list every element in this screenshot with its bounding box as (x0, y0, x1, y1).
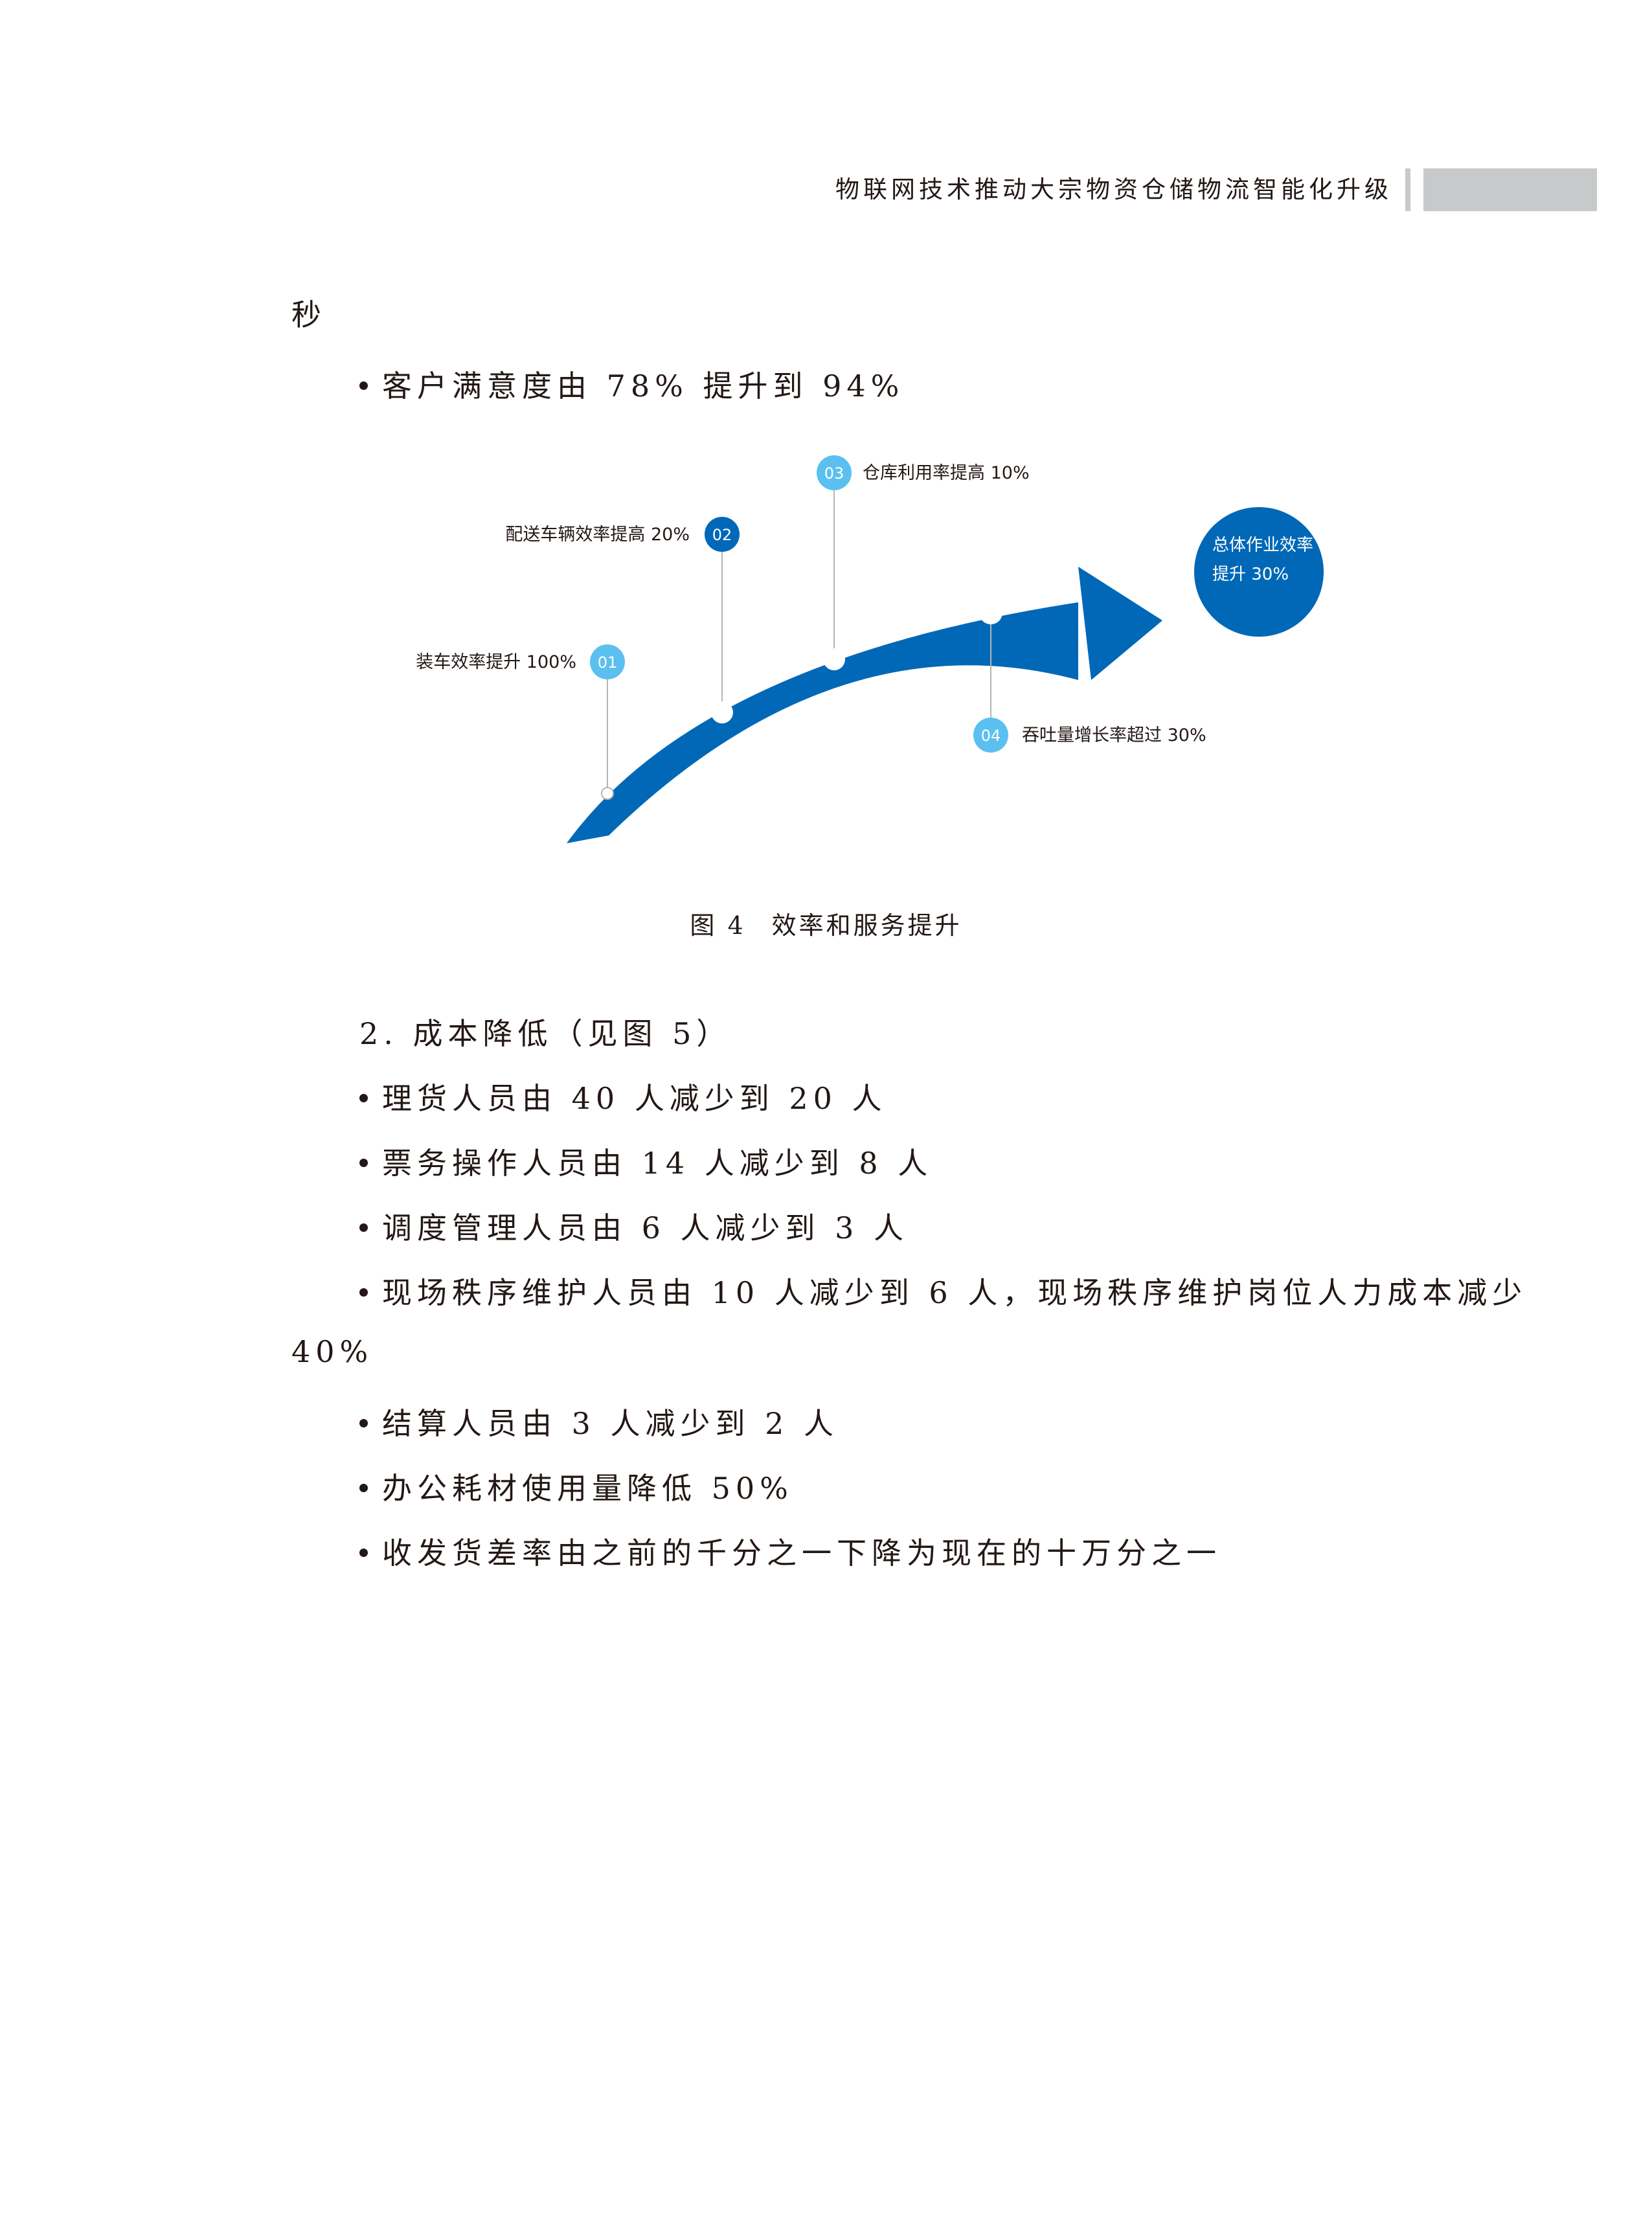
running-header-title: 物联网技术推动大宗物资仓储物流智能化升级 (835, 176, 1392, 203)
section-heading: 2. 成本降低（见图 5） (359, 1016, 732, 1051)
label-01: 装车效率提升 100% (416, 652, 576, 672)
goal-circle (1194, 507, 1324, 637)
bullet-text: 票务操作人员由 14 人减少到 8 人 (382, 1146, 933, 1181)
bullet-dot (359, 1483, 368, 1492)
bullet-item: 理货人员由 40 人减少到 20 人 (359, 1075, 887, 1118)
bullet-text: 现场秩序维护人员由 10 人减少到 6 人，现场秩序维护岗位人力成本减少 (382, 1275, 1528, 1310)
bullet-item: 办公耗材使用量降低 50% (359, 1465, 793, 1508)
bullet-dot (359, 1093, 368, 1102)
node-04-number: 04 (981, 727, 1001, 745)
bullet-dot (359, 1158, 368, 1167)
node-01 (590, 644, 625, 679)
bullet-text: 办公耗材使用量降低 50% (382, 1471, 793, 1506)
bullet-item: 客户满意度由 78% 提升到 94% (359, 363, 904, 405)
arrow-dot-02 (711, 701, 733, 723)
goal-text-line1: 总体作业效率 (1212, 536, 1313, 555)
bullet-dot (359, 1418, 368, 1427)
arrow-dot-01 (601, 787, 614, 800)
growth-arrowhead (1078, 567, 1162, 680)
figure-caption-text: 效率和服务提升 (771, 911, 962, 940)
bullet-wrap-continuation: 40% (291, 1334, 374, 1369)
bullet-item: 现场秩序维护人员由 10 人减少到 6 人，现场秩序维护岗位人力成本减少 (359, 1269, 1527, 1312)
bullet-dot (359, 381, 368, 390)
arrow-dot-03 (823, 648, 845, 670)
label-04: 吞吐量增长率超过 30% (1022, 725, 1206, 745)
bullet-item: 收发货差率由之前的千分之一下降为现在的十万分之一 (359, 1530, 1221, 1573)
figure-caption-number: 图 4 (690, 911, 746, 940)
bullet-text: 理货人员由 40 人减少到 20 人 (382, 1081, 887, 1116)
node-01-number: 01 (598, 653, 618, 672)
bullet-text: 调度管理人员由 6 人减少到 3 人 (382, 1210, 909, 1245)
efficiency-figure: 总体作业效率 提升 30% 01 02 03 04 装车效率提升 100% 配送… (416, 455, 1324, 843)
bullet-text: 结算人员由 3 人减少到 2 人 (382, 1406, 839, 1441)
bullet-text: 客户满意度由 78% 提升到 94% (382, 369, 905, 403)
bullet-dot (359, 1223, 368, 1232)
carry-over-text: 秒 (291, 297, 326, 332)
growth-arrow (567, 602, 1078, 843)
node-02 (705, 517, 740, 552)
label-03: 仓库利用率提高 10% (863, 463, 1030, 483)
bullet-dot (359, 1548, 368, 1557)
header-divider (1405, 168, 1410, 211)
header-gray-block (1423, 168, 1597, 211)
node-03 (817, 455, 852, 490)
arrow-dot-04 (979, 601, 1002, 624)
bullet-dot (359, 1288, 368, 1297)
figure-caption: 图 4 效率和服务提升 (0, 905, 1652, 941)
bullet-item: 结算人员由 3 人减少到 2 人 (359, 1400, 839, 1443)
label-02: 配送车辆效率提高 20% (505, 525, 690, 545)
bullet-item: 调度管理人员由 6 人减少到 3 人 (359, 1205, 909, 1247)
node-03-number: 03 (824, 464, 844, 483)
bullet-text: 收发货差率由之前的千分之一下降为现在的十万分之一 (382, 1536, 1221, 1571)
node-02-number: 02 (712, 526, 732, 544)
goal-text-line2: 提升 30% (1212, 565, 1289, 584)
node-04 (973, 718, 1008, 753)
bullet-item: 票务操作人员由 14 人减少到 8 人 (359, 1140, 933, 1183)
